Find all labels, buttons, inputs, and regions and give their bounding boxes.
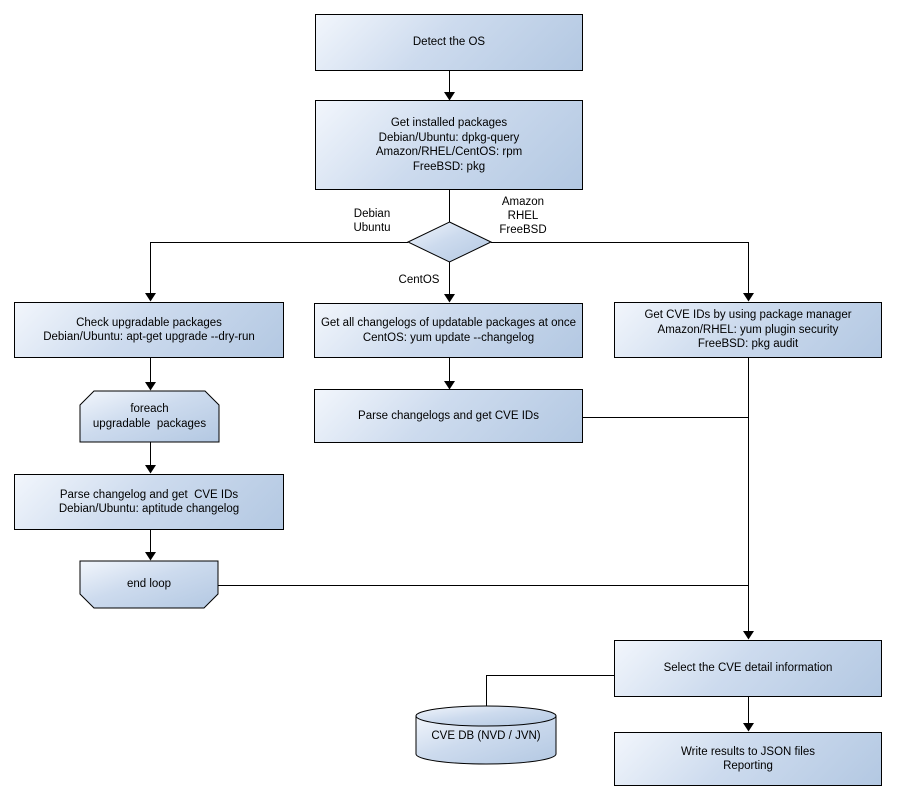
node-write-results: Write results to JSON files Reporting bbox=[614, 732, 882, 786]
edge-decision-right-amazon bbox=[491, 242, 754, 302]
loop-start-shape bbox=[79, 390, 220, 443]
node-parse-changelogs-label: Parse changelogs and get CVE IDs bbox=[358, 409, 539, 422]
node-parse-changelogs: Parse changelogs and get CVE IDs bbox=[314, 389, 583, 443]
edge-decision-down-centos bbox=[444, 262, 455, 303]
edge-merge-to-select bbox=[743, 358, 754, 640]
edge-label-centos: CentOS bbox=[398, 274, 440, 286]
node-detect-os-label: Detect the OS bbox=[412, 36, 486, 49]
loop-end-label-box: end loop bbox=[80, 561, 218, 608]
edge-cvedb-to-select bbox=[486, 675, 614, 706]
loop-end-shape bbox=[79, 560, 219, 609]
edge-label-amazon-rhel-freebsd: Amazon RHEL FreeBSD bbox=[499, 196, 547, 236]
cve-db-label: CVE DB (NVD / JVN) bbox=[431, 729, 541, 742]
edge-label-debian-ubuntu: Debian Ubuntu bbox=[353, 208, 391, 234]
node-select-cve-detail: Select the CVE detail information bbox=[614, 640, 882, 697]
loop-start-label: foreach upgradable packages bbox=[92, 403, 207, 430]
node-get-cve-ids-package-manager-label: Get CVE IDs by using package manager Ama… bbox=[644, 309, 852, 351]
edge-changelogs-to-parse bbox=[444, 358, 455, 390]
node-write-results-label: Write results to JSON files Reporting bbox=[681, 745, 815, 773]
node-check-upgradable-packages: Check upgradable packages Debian/Ubuntu:… bbox=[14, 302, 284, 358]
edge-detect-to-installed bbox=[444, 71, 455, 101]
edge-decision-left-debian bbox=[145, 242, 408, 302]
node-parse-changelog-debian: Parse changelog and get CVE IDs Debian/U… bbox=[14, 474, 284, 530]
edge-check-to-foreach bbox=[145, 358, 156, 391]
loop-end-label: end loop bbox=[126, 578, 172, 591]
edge-foreach-to-parse bbox=[145, 442, 156, 474]
loop-start-label-box: foreach upgradable packages bbox=[80, 391, 219, 442]
node-detect-os: Detect the OS bbox=[315, 14, 583, 71]
node-parse-changelog-debian-label: Parse changelog and get CVE IDs Debian/U… bbox=[58, 488, 240, 516]
node-get-cve-ids-package-manager: Get CVE IDs by using package manager Ama… bbox=[614, 302, 882, 358]
node-get-all-changelogs-label: Get all changelogs of updatable packages… bbox=[320, 317, 577, 344]
cve-db-label-box: CVE DB (NVD / JVN) bbox=[416, 726, 556, 746]
decision-diamond bbox=[406, 221, 493, 263]
cve-db-cylinder bbox=[415, 705, 557, 765]
edge-select-to-write bbox=[743, 697, 754, 732]
node-select-cve-detail-label: Select the CVE detail information bbox=[663, 662, 833, 675]
node-get-installed-packages: Get installed packages Debian/Ubuntu: dp… bbox=[315, 100, 583, 190]
node-check-upgradable-packages-label: Check upgradable packages Debian/Ubuntu:… bbox=[43, 316, 255, 344]
edge-parse-to-endloop bbox=[145, 530, 156, 561]
node-get-all-changelogs: Get all changelogs of updatable packages… bbox=[314, 303, 583, 358]
node-get-installed-packages-label: Get installed packages Debian/Ubuntu: dp… bbox=[375, 117, 523, 173]
